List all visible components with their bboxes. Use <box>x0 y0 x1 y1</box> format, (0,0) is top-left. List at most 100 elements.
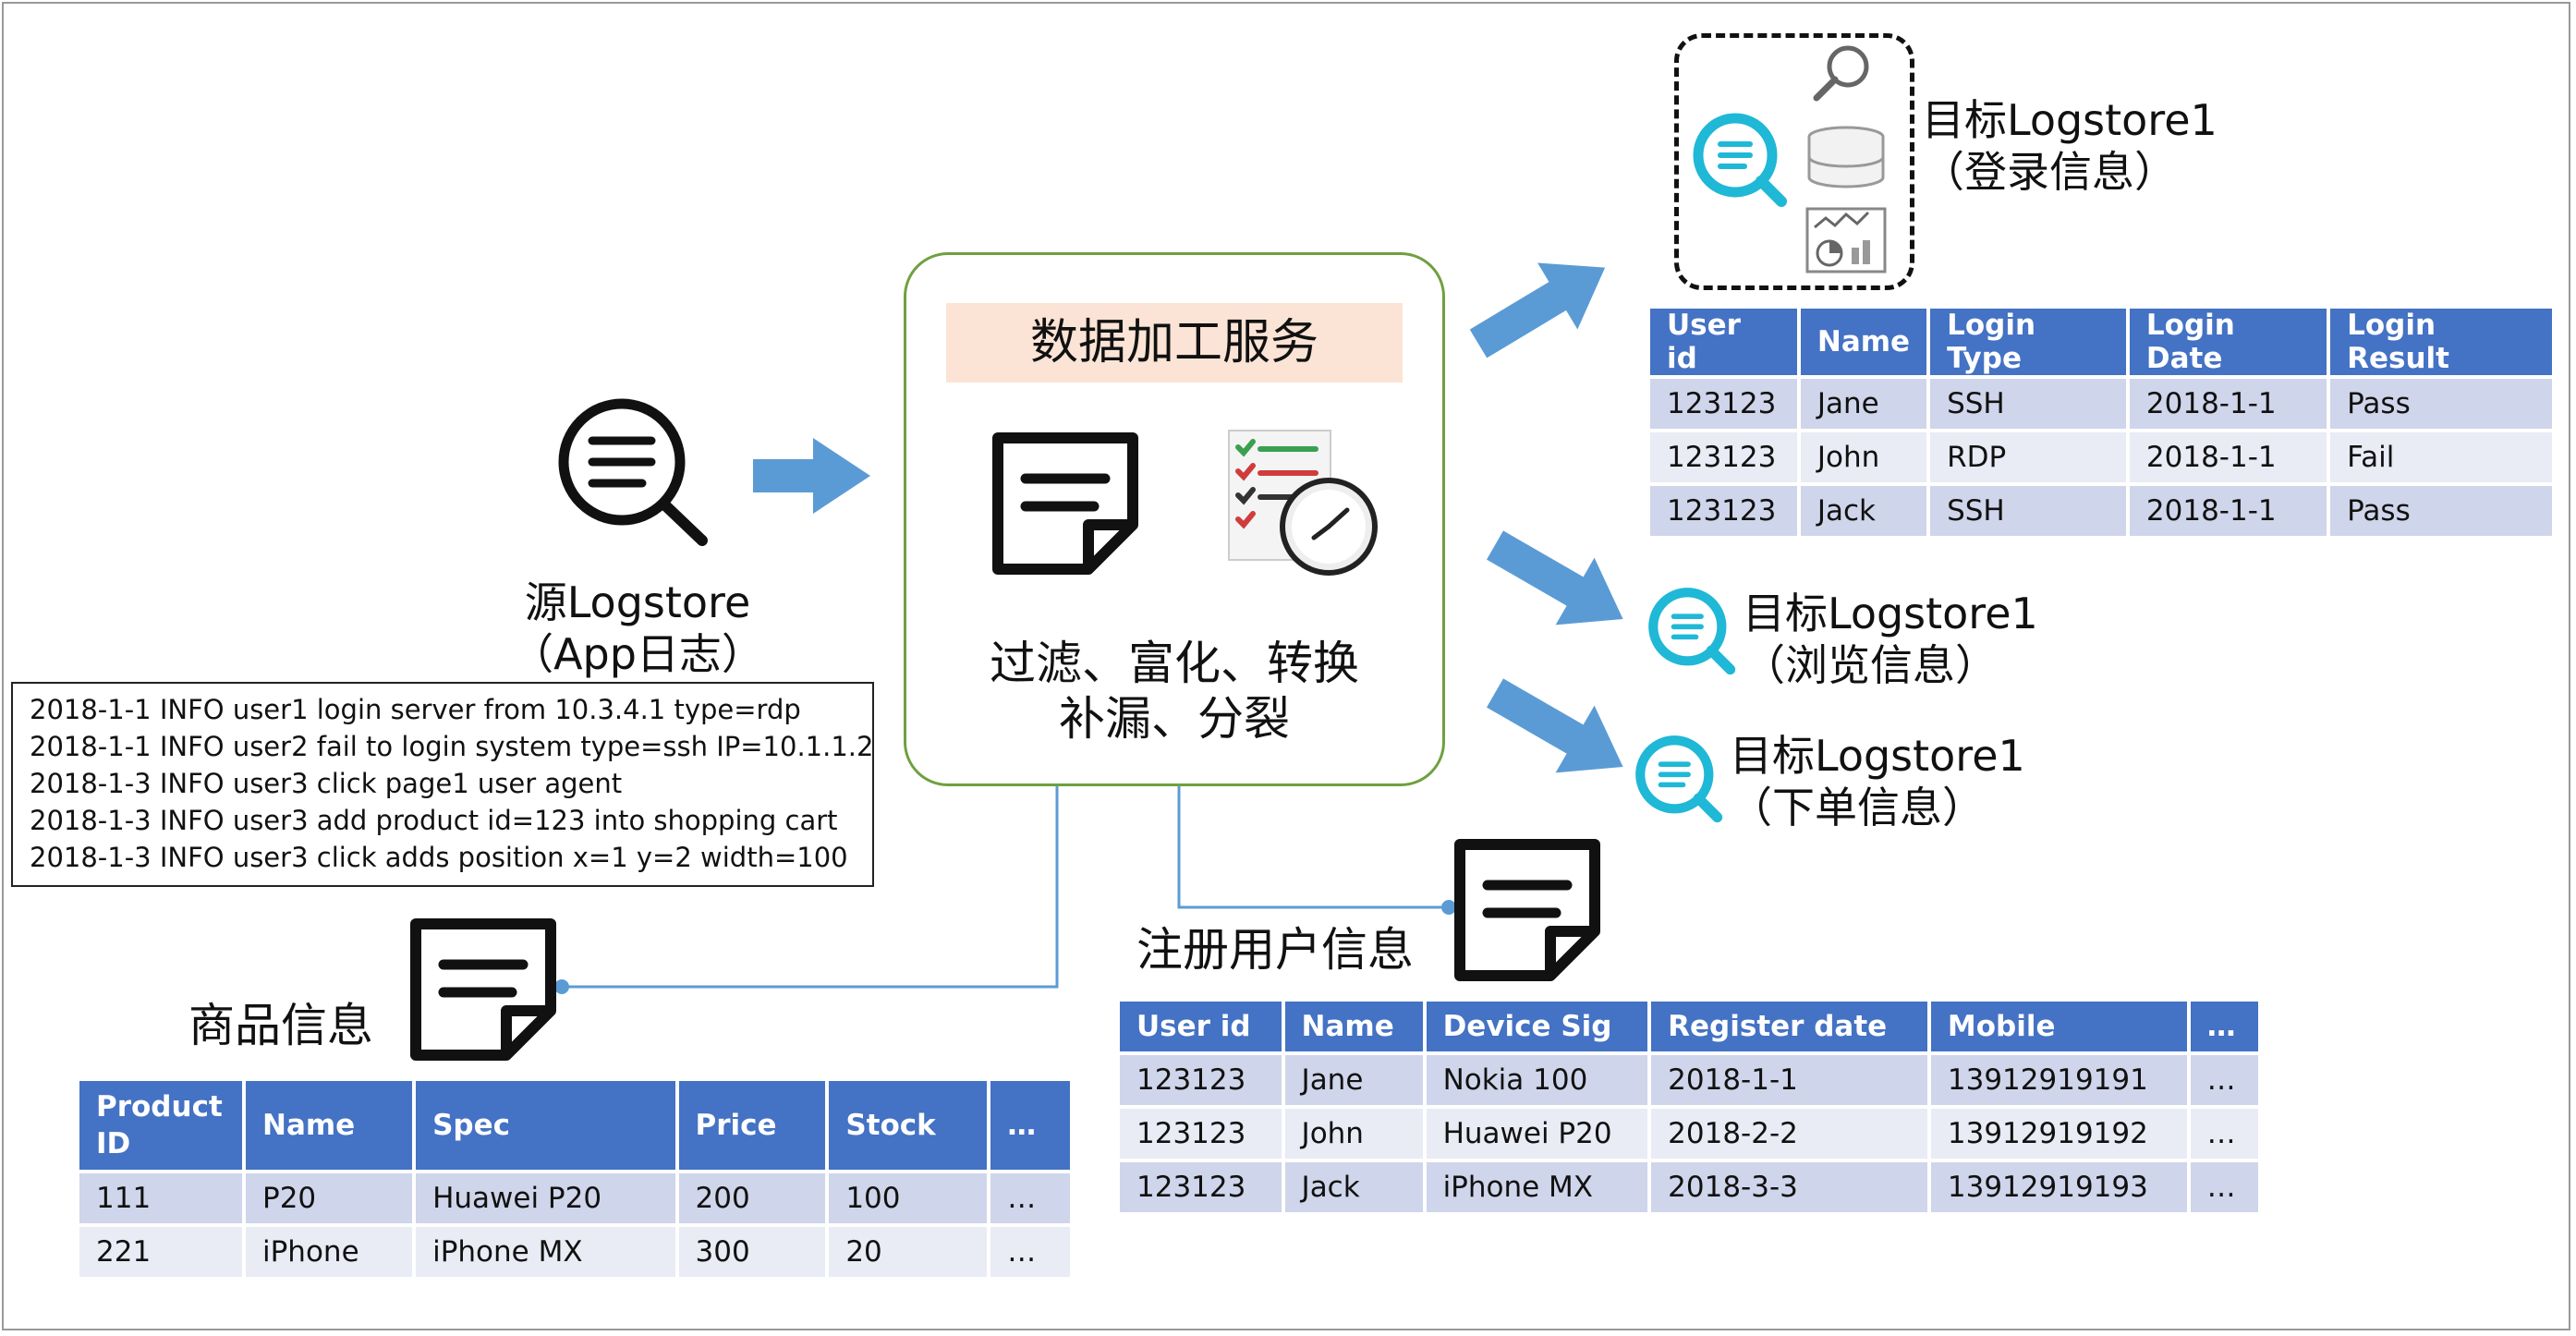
product-table: Product ID Name Spec Price Stock … 111 P… <box>76 1077 1074 1281</box>
search-document-icon <box>550 393 716 550</box>
table-cell: 2018-1-1 <box>2129 486 2327 536</box>
table-cell: RDP <box>1930 432 2126 482</box>
table-cell: 123123 <box>1650 432 1797 482</box>
table-cell: 2018-1-1 <box>2129 379 2327 429</box>
log-line: 2018-1-1 INFO user2 fail to login system… <box>30 731 874 762</box>
header-cell: Login Result <box>2330 309 2552 375</box>
header-cell: User id <box>1650 309 1797 375</box>
table-header-row: User id Name Login Type Login Date Login… <box>1650 309 2552 375</box>
table-row: 221 iPhone iPhone MX 300 20 … <box>79 1227 1070 1277</box>
table-cell: iPhone MX <box>416 1227 675 1277</box>
table-cell: P20 <box>246 1173 413 1223</box>
table-cell: 20 <box>829 1227 988 1277</box>
table-cell: Fail <box>2330 432 2552 482</box>
table-cell: … <box>2190 1055 2258 1105</box>
table-cell: … <box>990 1227 1070 1277</box>
target-browse-title: 目标Logstore1 <box>1743 589 2038 638</box>
table-cell: 300 <box>678 1227 826 1277</box>
teal-search-icon <box>1632 732 1724 824</box>
table-cell: John <box>1284 1109 1423 1159</box>
magnifier-icon <box>1811 41 1876 105</box>
dashboard-chart-icon <box>1805 207 1887 273</box>
note-icon <box>985 425 1151 582</box>
header-cell: Spec <box>416 1081 675 1170</box>
table-cell: 2018-2-2 <box>1651 1109 1927 1159</box>
table-cell: … <box>2190 1109 2258 1159</box>
table-cell: Pass <box>2330 486 2552 536</box>
header-cell: Device Sig <box>1426 1002 1648 1051</box>
table-row: 111 P20 Huawei P20 200 100 … <box>79 1173 1070 1223</box>
teal-search-icon <box>1689 109 1789 209</box>
teal-search-icon <box>1645 584 1737 676</box>
table-cell: 221 <box>79 1227 242 1277</box>
header-cell: … <box>990 1081 1070 1170</box>
header-cell: Login Date <box>2129 309 2327 375</box>
target-login-group <box>1674 33 1914 290</box>
service-line-1: 过滤、富化、转换 <box>990 637 1359 690</box>
table-cell: 200 <box>678 1173 826 1223</box>
table-cell: … <box>2190 1162 2258 1212</box>
target-order-subtitle: （下单信息） <box>1730 783 1985 832</box>
service-title: 数据加工服务 <box>946 303 1403 383</box>
table-cell: 123123 <box>1650 486 1797 536</box>
header-cell: Price <box>678 1081 826 1170</box>
table-cell: 100 <box>829 1173 988 1223</box>
header-cell: Name <box>246 1081 413 1170</box>
header-cell: Stock <box>829 1081 988 1170</box>
target-login-title: 目标Logstore1 <box>1922 95 2218 145</box>
database-icon <box>1805 126 1887 190</box>
target-order-title: 目标Logstore1 <box>1730 731 2025 781</box>
table-cell: 13912919192 <box>1930 1109 2187 1159</box>
table-row: 123123 Jane Nokia 100 2018-1-1 139129191… <box>1120 1055 2258 1105</box>
header-cell: Name <box>1800 309 1927 375</box>
log-line: 2018-1-3 INFO user3 click page1 user age… <box>30 768 623 799</box>
table-cell: Huawei P20 <box>416 1173 675 1223</box>
header-cell: Name <box>1284 1002 1423 1051</box>
table-cell: Jane <box>1284 1055 1423 1105</box>
header-cell: Mobile <box>1930 1002 2187 1051</box>
target-browse-subtitle: （浏览信息） <box>1743 640 1998 690</box>
table-row: 123123 John RDP 2018-1-1 Fail <box>1650 432 2552 482</box>
table-cell: 123123 <box>1120 1109 1282 1159</box>
table-header-row: User id Name Device Sig Register date Mo… <box>1120 1002 2258 1051</box>
table-cell: 123123 <box>1650 379 1797 429</box>
table-cell: Jack <box>1800 486 1927 536</box>
table-cell: iPhone <box>246 1227 413 1277</box>
table-cell: Jack <box>1284 1162 1423 1212</box>
header-cell: … <box>2190 1002 2258 1051</box>
table-cell: Pass <box>2330 379 2552 429</box>
service-description: 过滤、富化、转换 补漏、分裂 <box>905 636 1443 747</box>
checklist-clock-icon <box>1223 425 1380 582</box>
table-cell: John <box>1800 432 1927 482</box>
note-icon <box>1447 832 1613 989</box>
service-line-2: 补漏、分裂 <box>1059 692 1290 746</box>
table-row: 123123 Jack SSH 2018-1-1 Pass <box>1650 486 2552 536</box>
source-title: 源Logstore <box>524 577 751 627</box>
log-line: 2018-1-3 INFO user3 add product id=123 i… <box>30 805 838 836</box>
table-row: 123123 Jack iPhone MX 2018-3-3 139129191… <box>1120 1162 2258 1212</box>
table-cell: 123123 <box>1120 1162 1282 1212</box>
log-line: 2018-1-3 INFO user3 click adds position … <box>30 842 848 873</box>
table-cell: Nokia 100 <box>1426 1055 1648 1105</box>
header-cell: User id <box>1120 1002 1282 1051</box>
table-cell: 13912919193 <box>1930 1162 2187 1212</box>
user-reg-label: 注册用户信息 <box>1136 923 1414 977</box>
table-cell: 123123 <box>1120 1055 1282 1105</box>
table-cell: Jane <box>1800 379 1927 429</box>
user-reg-table: User id Name Device Sig Register date Mo… <box>1116 998 2262 1216</box>
table-row: 123123 Jane SSH 2018-1-1 Pass <box>1650 379 2552 429</box>
header-cell: Product ID <box>79 1081 242 1170</box>
log-line: 2018-1-1 INFO user1 login server from 10… <box>30 694 801 725</box>
login-table: User id Name Login Type Login Date Login… <box>1646 305 2556 540</box>
table-cell: SSH <box>1930 379 2126 429</box>
target-login-subtitle: （登录信息） <box>1922 147 2177 197</box>
table-cell: iPhone MX <box>1426 1162 1648 1212</box>
header-cell: Register date <box>1651 1002 1927 1051</box>
log-sample-box: 2018-1-1 INFO user1 login server from 10… <box>11 682 874 887</box>
note-icon <box>403 911 569 1068</box>
header-cell: Login Type <box>1930 309 2126 375</box>
table-header-row: Product ID Name Spec Price Stock … <box>79 1081 1070 1170</box>
source-subtitle: （App日志） <box>511 629 764 679</box>
table-cell: 2018-1-1 <box>1651 1055 1927 1105</box>
table-row: 123123 John Huawei P20 2018-2-2 13912919… <box>1120 1109 2258 1159</box>
